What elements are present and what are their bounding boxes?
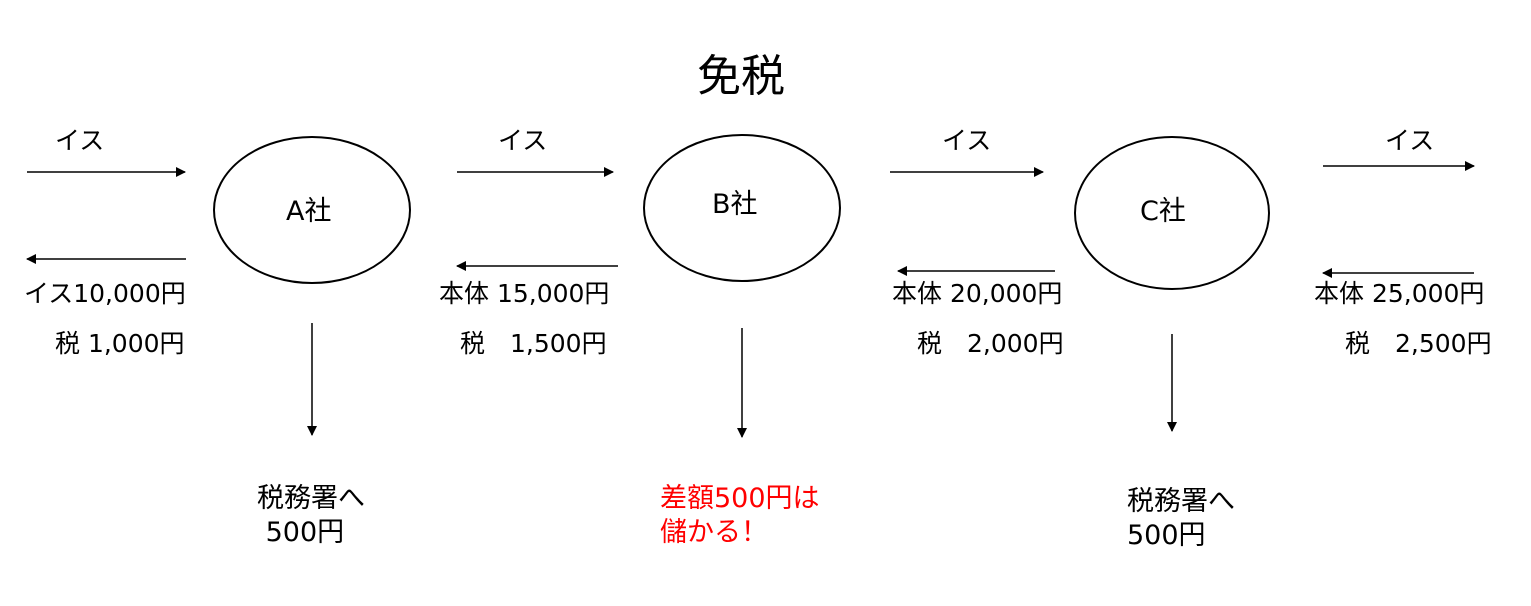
company-b-label: B社: [712, 189, 758, 220]
tax-label-4: 税 2,500円: [1345, 329, 1492, 358]
outcome-b: 差額500円は 儲かる！: [660, 483, 820, 548]
diagram-title: 免税: [697, 51, 785, 102]
company-c-node: [1074, 136, 1270, 290]
outcome-c: 税務署へ 500円: [1127, 486, 1235, 551]
company-b-node: [643, 134, 841, 282]
price-label-3: 本体 20,000円: [892, 279, 1063, 308]
goods-label-4: イス: [1385, 126, 1435, 155]
price-label-2: 本体 15,000円: [439, 279, 610, 308]
goods-label-1: イス: [55, 126, 105, 155]
tax-label-3: 税 2,000円: [917, 329, 1064, 358]
tax-label-1: 税 1,000円: [55, 329, 185, 358]
goods-label-2: イス: [498, 126, 548, 155]
company-a-node: [213, 136, 411, 284]
company-c-label: C社: [1140, 196, 1186, 227]
tax-label-2: 税 1,500円: [460, 329, 607, 358]
goods-label-3: イス: [942, 126, 992, 155]
price-label-1: イス10,000円: [24, 279, 186, 308]
price-label-4: 本体 25,000円: [1314, 279, 1485, 308]
outcome-a: 税務署へ 500円: [257, 483, 365, 548]
company-a-label: A社: [286, 196, 332, 227]
